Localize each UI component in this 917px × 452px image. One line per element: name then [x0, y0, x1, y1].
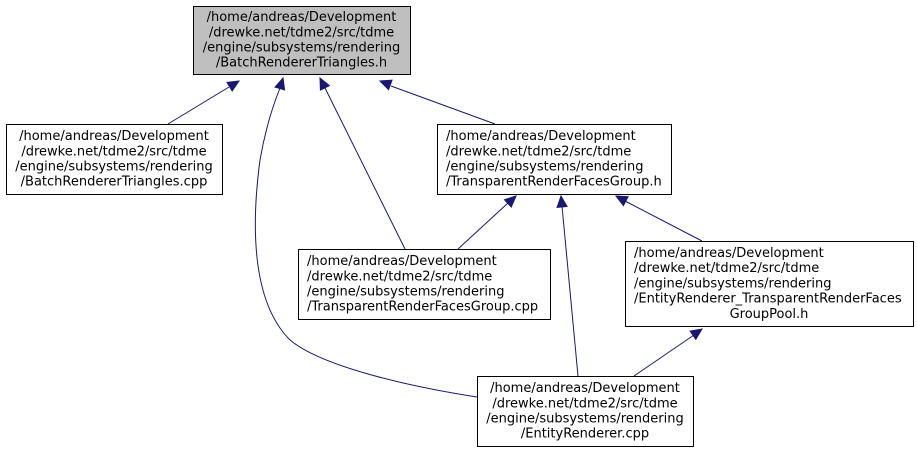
node-box: [437, 124, 672, 195]
node-label-line: /TransparentRenderFacesGroup.h: [446, 175, 662, 190]
edge-line: [390, 85, 496, 125]
node-er-pool-h[interactable]: /home/andreas/Development/drewke.net/tdm…: [625, 241, 914, 327]
node-label-line: /home/andreas/Development: [19, 129, 209, 144]
edge-trfg_cpp-to-trfg_h: [457, 195, 517, 250]
arrowhead-icon: [378, 79, 393, 91]
arrowhead-icon: [556, 194, 568, 208]
node-label-line: /EntityRenderer.cpp: [521, 427, 649, 442]
node-label-line: /engine/subsystems/rendering: [486, 412, 684, 427]
arrowhead-icon: [226, 80, 241, 92]
nodes-layer: /home/andreas/Development/drewke.net/tdm…: [6, 6, 914, 447]
node-trfg-cpp[interactable]: /home/andreas/Development/drewke.net/tdm…: [298, 249, 551, 320]
node-label-line: /drewke.net/tdme2/src/tdme: [634, 261, 819, 276]
node-label-line: /EntityRenderer_TransparentRenderFaces: [634, 292, 902, 307]
node-label-line: /engine/subsystems/rendering: [446, 160, 644, 175]
edge-er_pool_h-to-trfg_h: [614, 195, 703, 242]
edge-er_cpp-to-trfg_h: [556, 194, 579, 377]
edge-line: [457, 202, 509, 250]
edge-line: [324, 87, 406, 250]
node-label-line: /home/andreas/Development: [207, 10, 397, 25]
node-label-line: GroupPool.h: [730, 307, 809, 322]
node-trfg-h[interactable]: /home/andreas/Development/drewke.net/tdm…: [437, 124, 672, 195]
edge-line: [624, 200, 703, 242]
node-label-line: /drewke.net/tdme2/src/tdme: [307, 269, 492, 284]
node-label-line: /engine/subsystems/rendering: [307, 285, 505, 300]
node-label-line: /home/andreas/Development: [307, 254, 497, 269]
node-box: [625, 241, 914, 327]
node-batch-h[interactable]: /home/andreas/Development/drewke.net/tdm…: [193, 6, 411, 75]
edge-trfg_cpp-to-batch_h: [319, 76, 406, 250]
edge-line: [633, 334, 695, 377]
node-box: [193, 6, 411, 75]
node-label-line: /drewke.net/tdme2/src/tdme: [209, 25, 394, 40]
node-label-line: /engine/subsystems/rendering: [203, 41, 401, 56]
arrowhead-icon: [614, 195, 629, 207]
node-label-line: /drewke.net/tdme2/src/tdme: [492, 396, 677, 411]
node-label-line: /drewke.net/tdme2/src/tdme: [21, 144, 206, 159]
node-label-line: /home/andreas/Development: [634, 246, 824, 261]
node-label-line: /home/andreas/Development: [490, 381, 680, 396]
node-batch-cpp[interactable]: /home/andreas/Development/drewke.net/tdm…: [6, 124, 223, 195]
edges-layer: [167, 76, 703, 398]
arrowhead-icon: [319, 76, 331, 91]
node-label-line: /home/andreas/Development: [446, 129, 636, 144]
arrowhead-icon: [274, 76, 286, 91]
node-er-cpp[interactable]: /home/andreas/Development/drewke.net/tdm…: [477, 376, 694, 447]
edge-batch_cpp-to-batch_h: [167, 80, 241, 125]
edge-er_cpp-to-er_pool_h: [633, 328, 703, 377]
node-box: [6, 124, 223, 195]
edge-line: [254, 87, 478, 398]
edge-line: [561, 205, 579, 377]
arrowhead-icon: [689, 328, 703, 341]
node-label-line: /drewke.net/tdme2/src/tdme: [446, 144, 631, 159]
node-label-line: /BatchRendererTriangles.h: [216, 56, 387, 71]
node-label-line: /TransparentRenderFacesGroup.cpp: [307, 300, 538, 315]
node-label-line: /BatchRendererTriangles.cpp: [21, 175, 208, 190]
node-label-line: /engine/subsystems/rendering: [15, 160, 213, 175]
edge-er_cpp-to-batch_h: [254, 76, 478, 398]
node-box: [298, 249, 551, 320]
node-label-line: /engine/subsystems/rendering: [634, 276, 832, 291]
edge-line: [167, 86, 230, 125]
edge-trfg_h-to-batch_h: [378, 79, 496, 125]
node-box: [477, 376, 694, 447]
arrowhead-icon: [503, 195, 517, 209]
